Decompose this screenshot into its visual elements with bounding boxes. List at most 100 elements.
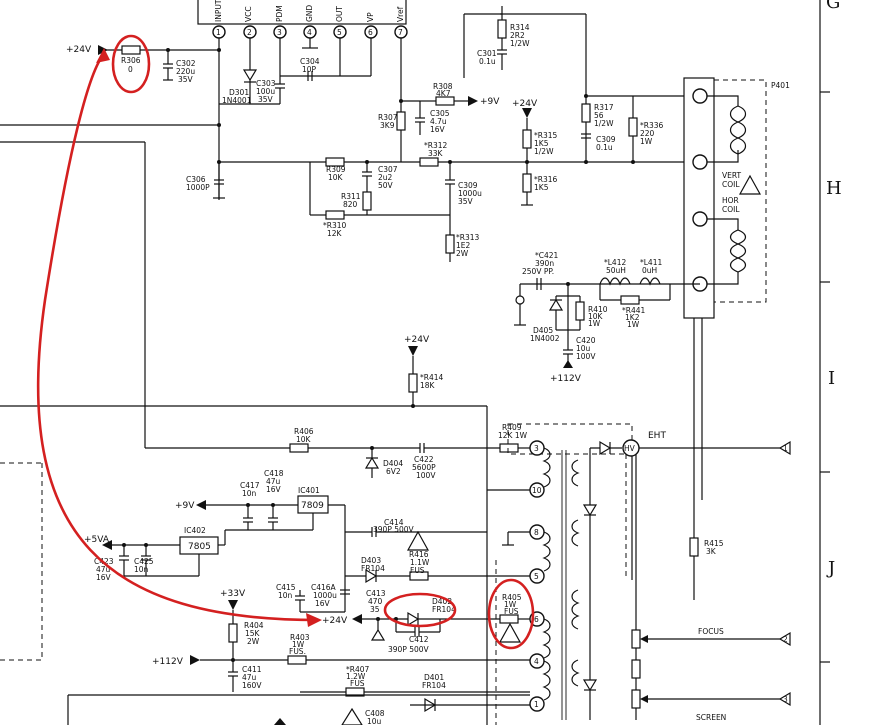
- d403-label: D403: [361, 556, 381, 565]
- r403-value: 1W: [292, 640, 305, 649]
- rail-label-24v-bottom: +24V: [322, 616, 348, 626]
- r309-value: 10K: [328, 173, 344, 182]
- d401-value: FR104: [422, 681, 446, 690]
- hor-coil-label2: COIL: [722, 205, 740, 214]
- d405-label: D405: [533, 326, 553, 335]
- c309-label: C309: [458, 181, 478, 190]
- output-num-1: 1: [783, 444, 788, 453]
- ic-pin-name-5: OUT: [335, 6, 344, 22]
- ic-pin-num-3: 3: [277, 28, 282, 37]
- c307-value: 2u2: [378, 173, 393, 182]
- c416-label: C416A: [311, 583, 337, 592]
- fbt-pin-8: 8: [534, 528, 539, 537]
- fbt-pin-10: 10: [532, 486, 542, 495]
- c420-label: C420: [576, 336, 596, 345]
- c417-value: 10n: [242, 489, 257, 498]
- red-annotations: [36, 34, 535, 650]
- r404-value: 15K: [245, 629, 261, 638]
- c414-label: C414: [384, 518, 404, 527]
- fbt-pin-5: 5: [534, 572, 539, 581]
- r313-value: 1E2: [456, 241, 471, 250]
- p401-label: P401: [771, 81, 790, 90]
- r314-rating: 1/2W: [510, 39, 530, 48]
- c416-rating: 16V: [315, 599, 331, 608]
- c418-rating: 16V: [266, 485, 282, 494]
- d402-value: FR104: [432, 605, 456, 614]
- r306-label: R306: [121, 56, 141, 65]
- rail-label-33v: +33V: [220, 589, 246, 599]
- c301-value: 0.1u: [479, 57, 496, 66]
- c301-label: C301: [477, 49, 497, 58]
- c309-rating: 35V: [458, 197, 474, 206]
- r316-label: *R316: [534, 175, 558, 184]
- r409-value: 12K 1W: [498, 431, 528, 440]
- zone-markers: G H I J: [820, 0, 842, 663]
- l412-label: *L412: [604, 258, 626, 267]
- ic-pin-name-3: PDM: [275, 5, 284, 22]
- r441-label: *R441: [622, 306, 646, 315]
- r313-label: *R313: [456, 233, 480, 242]
- c302-label: C302: [176, 59, 196, 68]
- ic-pin-name-7: Vref: [396, 6, 405, 22]
- highlight-r306: [111, 34, 151, 94]
- c413-rating: 35: [370, 605, 380, 614]
- rail-label-24v-r315: +24V: [512, 99, 538, 109]
- r307-value: 3K9: [380, 121, 395, 130]
- c425-value: 10n: [134, 565, 149, 574]
- zone-i: I: [828, 368, 835, 389]
- rail-label-24v-top: +24V: [66, 45, 92, 55]
- arrowhead-bottom: [306, 613, 322, 627]
- r441-rating: 1W: [627, 320, 640, 329]
- r314-label: R314: [510, 23, 530, 32]
- r407-value: 1.2W: [346, 672, 366, 681]
- c421-rating: 250V PP.: [522, 267, 554, 276]
- ic401-value: 7809: [301, 501, 324, 511]
- c305-label: C305: [430, 109, 450, 118]
- horizontal-output-section: *C421 390n 250V PP. *L412 50uH *L411 0uH…: [0, 251, 700, 725]
- r415-label: R415: [704, 539, 724, 548]
- r404-label: R404: [244, 621, 264, 630]
- c415-label: C415: [276, 583, 296, 592]
- r317-value: 56: [594, 111, 604, 120]
- ic-pin-name-1: INPUT: [214, 0, 223, 22]
- d402-label: D402: [432, 597, 452, 606]
- ic-pin-name-4: GND: [305, 5, 314, 22]
- vert-coil-label2: COIL: [722, 180, 740, 189]
- c309-value: 1000u: [458, 189, 482, 198]
- r312-value: 33K: [428, 149, 444, 158]
- c411-rating: 160V: [242, 681, 262, 690]
- arrow-curve: [36, 53, 319, 622]
- r308-value: 4K7: [436, 89, 451, 98]
- c413-value: 470: [368, 597, 383, 606]
- fbt-pin-4: 4: [534, 657, 539, 666]
- r404-rating: 2W: [247, 637, 260, 646]
- yoke-connector-p401: P401 VERT COIL HOR COIL: [683, 77, 790, 500]
- r414-label: *R414: [420, 373, 444, 382]
- c421-value: 390n: [535, 259, 554, 268]
- output-num-2: 2: [783, 635, 788, 644]
- r312-label: *R312: [424, 141, 448, 150]
- r309-label: R309: [326, 165, 346, 174]
- r410-label: R410: [588, 305, 608, 314]
- c308-label: C309: [596, 135, 616, 144]
- r336-label: *R336: [640, 121, 664, 130]
- c412-value: 390P 500V: [388, 645, 430, 654]
- c418-value: 47u: [266, 477, 281, 486]
- eht-label: EHT: [648, 431, 666, 441]
- c304-label: C304: [300, 57, 320, 66]
- r313-rating: 2W: [456, 249, 469, 258]
- c305-rating: 16V: [430, 125, 446, 134]
- zone-h: H: [826, 178, 842, 199]
- arrowhead-top: [96, 48, 110, 63]
- c307-rating: 50V: [378, 181, 394, 190]
- c421-label: *C421: [535, 251, 559, 260]
- c423-rating: 16V: [96, 573, 112, 582]
- c417-label: C417: [240, 481, 260, 490]
- ic-pin-num-2: 2: [247, 28, 252, 37]
- r310-value: 12K: [327, 229, 343, 238]
- rail-label-9v-top: +9V: [480, 97, 500, 107]
- ic-pin-num-1: 1: [216, 28, 221, 37]
- r316-value: 1K5: [534, 183, 549, 192]
- c411-value: 47u: [242, 673, 257, 682]
